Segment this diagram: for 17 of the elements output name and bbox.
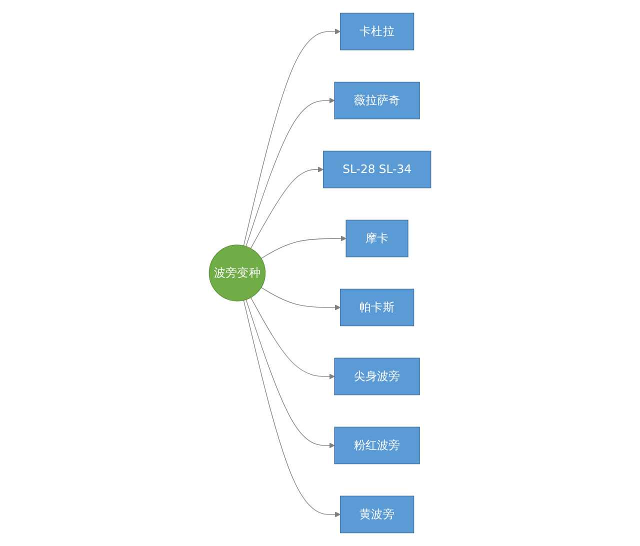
arrow: [250, 166, 324, 249]
arrow: [246, 98, 335, 247]
node-box: 薇拉萨奇: [334, 82, 420, 120]
arrow: [250, 297, 335, 380]
arrow: [260, 236, 346, 259]
arrow: [243, 28, 341, 246]
arrow: [246, 299, 335, 448]
node-box: 卡杜拉: [340, 12, 414, 50]
node-box: 尖身波旁: [334, 358, 420, 396]
node-box: 帕卡斯: [340, 288, 414, 326]
node-box: 摩卡: [346, 220, 408, 258]
node-box: 粉红波旁: [334, 426, 420, 464]
node-box: SL-28 SL-34: [322, 150, 432, 188]
node-box: 黄波旁: [340, 496, 414, 534]
arrow: [260, 287, 341, 310]
node-circle: 波旁变种: [208, 244, 266, 302]
arrow: [243, 300, 341, 518]
